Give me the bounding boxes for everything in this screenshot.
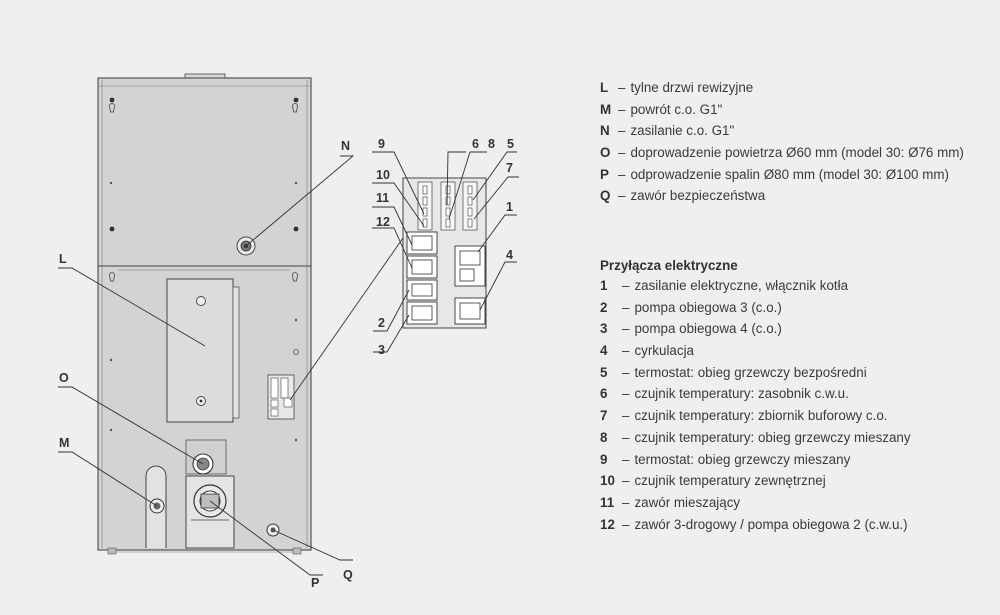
legend-item-3: 3–pompa obiegowa 4 (c.o.)	[600, 321, 782, 337]
legend-item-4: 4–cyrkulacja	[600, 343, 694, 359]
rear-service-door	[166, 278, 240, 423]
callout-8: 8	[488, 137, 495, 151]
callout-10: 10	[376, 168, 390, 182]
legend-item-6: 6–czujnik temperatury: zasobnik c.w.u.	[600, 386, 849, 402]
legend-item-12: 12–zawór 3-drogowy / pompa obiegowa 2 (c…	[600, 516, 908, 532]
callout-m: M	[59, 436, 70, 450]
callout-4: 4	[506, 248, 513, 262]
legend-item-q: Q–zawór bezpieczeństwa	[600, 188, 766, 204]
callout-12: 12	[376, 215, 390, 229]
connections-legend: L–tylne drzwi rewizyjne M–powrót c.o. G1…	[600, 77, 964, 207]
callout-o: O	[59, 371, 69, 385]
legend-item-10: 10–czujnik temperatury zewnętrznej	[600, 473, 826, 489]
callout-p: P	[311, 576, 320, 590]
legend-item-11: 11–zawór mieszający	[600, 494, 741, 510]
callout-9: 9	[378, 137, 385, 151]
return-connection-m	[145, 465, 167, 548]
flue-outlet-p	[185, 475, 235, 549]
legend-item-p: P–odprowadzenie spalin Ø80 mm (model 30:…	[600, 166, 949, 182]
legend-item-2: 2–pompa obiegowa 3 (c.o.)	[600, 299, 782, 315]
callout-5: 5	[507, 137, 514, 151]
callout-2: 2	[378, 316, 385, 330]
callout-6: 6	[472, 137, 479, 151]
callout-l: L	[59, 252, 67, 266]
callout-n: N	[341, 139, 351, 153]
legend-item-9: 9–termostat: obieg grzewczy mieszany	[600, 451, 851, 467]
legend-item-7: 7–czujnik temperatury: zbiornik buforowy…	[600, 408, 888, 424]
callout-1: 1	[506, 200, 513, 214]
legend-item-o: O–doprowadzenie powietrza Ø60 mm (model …	[600, 145, 964, 161]
leader-lines	[58, 151, 519, 576]
electrical-legend-title: Przyłącza elektryczne	[600, 258, 738, 273]
legend-item-1: 1–zasilanie elektryczne, włącznik kotła	[600, 278, 849, 293]
legend-item-l: L–tylne drzwi rewizyjne	[600, 80, 754, 95]
electrical-panel	[402, 177, 487, 329]
callout-3: 3	[378, 343, 385, 357]
legend-item-8: 8–czujnik temperatury: obieg grzewczy mi…	[600, 429, 911, 445]
legend-item-m: M–powrót c.o. G1"	[600, 101, 723, 117]
terminal-strip	[267, 349, 299, 420]
electrical-legend: 1–zasilanie elektryczne, włącznik kotła …	[600, 275, 911, 535]
air-inlet-o	[185, 439, 227, 475]
callout-7: 7	[506, 161, 513, 175]
legend-item-n: N–zasilanie c.o. G1"	[600, 123, 735, 139]
callout-11: 11	[376, 191, 390, 205]
legend-item-5: 5–termostat: obieg grzewczy bezpośredni	[600, 364, 867, 380]
callout-q: Q	[343, 568, 353, 582]
